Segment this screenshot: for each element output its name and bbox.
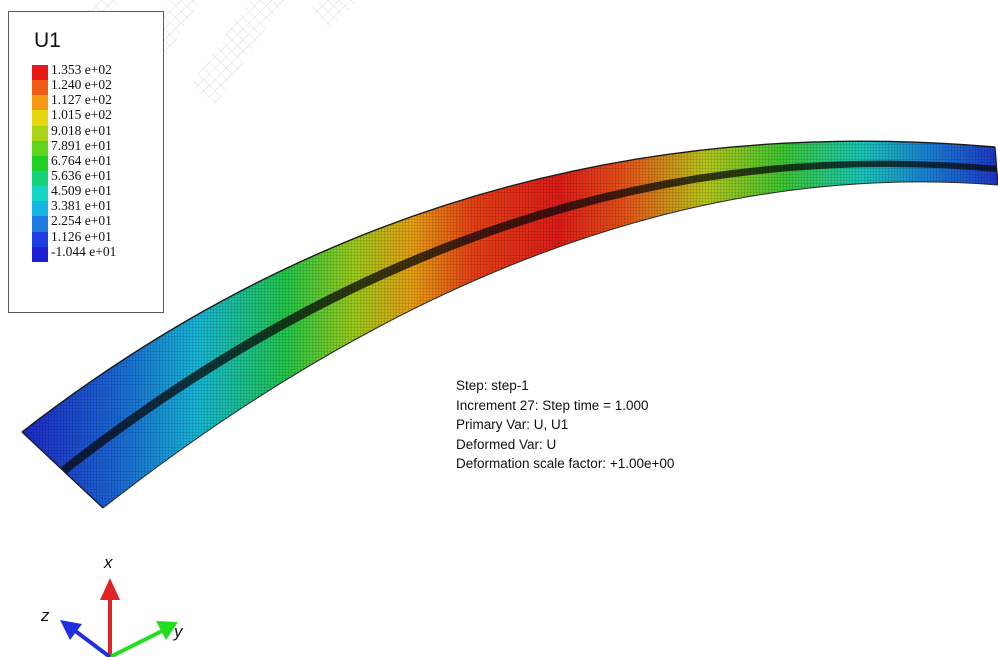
legend-swatch bbox=[32, 65, 48, 81]
primary-var-label: Primary Var: U, U1 bbox=[456, 417, 569, 433]
legend-color-bar bbox=[32, 65, 48, 262]
legend-swatch bbox=[32, 95, 48, 111]
legend-value: 6.764 e+01 bbox=[51, 152, 112, 168]
legend-value: 9.018 e+01 bbox=[51, 122, 112, 138]
legend-value: 1.015 e+02 bbox=[51, 107, 112, 123]
legend-swatch bbox=[32, 216, 48, 232]
legend-value: 4.509 e+01 bbox=[51, 183, 112, 199]
y-axis-arrow bbox=[156, 621, 178, 640]
legend-swatch bbox=[32, 80, 48, 96]
z-axis-arrow bbox=[60, 620, 82, 640]
legend-value: 5.636 e+01 bbox=[51, 167, 112, 183]
legend-swatch bbox=[32, 170, 48, 187]
legend-swatch bbox=[32, 231, 48, 247]
triad-x-label: x bbox=[104, 553, 113, 572]
step-label: Step: step-1 bbox=[456, 378, 529, 393]
legend-value: -1.044 e+01 bbox=[51, 243, 117, 259]
legend-value: 1.353 e+02 bbox=[51, 62, 112, 77]
triad-z-label: z bbox=[41, 606, 50, 625]
legend-value: 7.891 e+01 bbox=[51, 137, 112, 153]
legend-swatch bbox=[32, 155, 48, 171]
legend-swatch bbox=[32, 186, 48, 202]
deformed-beam bbox=[21, 140, 998, 509]
legend-value: 2.254 e+01 bbox=[51, 213, 112, 229]
legend-swatch bbox=[32, 201, 48, 217]
legend-value: 1.127 e+02 bbox=[51, 92, 112, 108]
triad-y-label: y bbox=[174, 622, 183, 641]
legend-value: 3.381 e+01 bbox=[51, 198, 112, 214]
scale-factor-label: Deformation scale factor: +1.00e+00 bbox=[456, 456, 675, 472]
step-info-block: Step: step-1 Increment 27: Step time = 1… bbox=[456, 376, 674, 474]
deformed-var-label: Deformed Var: U bbox=[456, 436, 557, 452]
legend-swatch bbox=[32, 140, 48, 156]
increment-label: Increment 27: Step time = 1.000 bbox=[456, 397, 649, 413]
x-axis-arrow bbox=[100, 578, 120, 600]
legend-swatch bbox=[32, 125, 48, 141]
legend-title: U1 bbox=[34, 29, 61, 52]
coordinate-triad bbox=[60, 578, 178, 657]
legend-swatch bbox=[32, 110, 48, 126]
legend-value: 1.240 e+02 bbox=[51, 77, 112, 93]
legend-value: 1.126 e+01 bbox=[51, 228, 112, 244]
legend-swatch bbox=[32, 246, 48, 262]
